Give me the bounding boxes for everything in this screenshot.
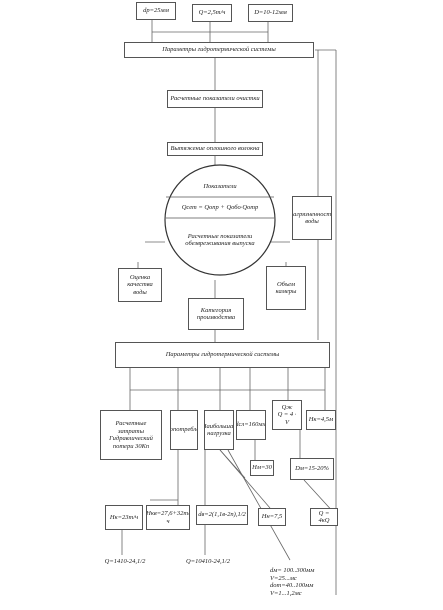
q-fraction-bottom: Q = 4 · V xyxy=(277,411,297,426)
diameter-block: dсл=160мм xyxy=(236,410,266,440)
water-quality-block: Оценка качества воды xyxy=(118,268,162,302)
stretch-block: Вытяжение оплошного волокна xyxy=(167,142,263,156)
bottom-left-label: Q=1410-24,1/2 xyxy=(104,558,146,566)
dmm-block: dв=2(1,1в-2п),1/2 xyxy=(196,505,248,525)
right-pollution-block: Загрязненность воды xyxy=(292,196,332,240)
circle-formula: Qсет = Qопр + Qобо·Qотр xyxy=(181,204,259,212)
circle-bottom-text: Расчетные показатели обезвреживания выпу… xyxy=(185,232,255,248)
production-category-block: Категория производства xyxy=(188,298,244,330)
top-params-block: Параметры гидротермической системы xyxy=(124,42,314,58)
process-circle xyxy=(164,164,276,276)
reserve-block: Расчетные затраты Гидравлический потери … xyxy=(100,410,162,460)
water-consumption-block: Водопотребление xyxy=(170,410,198,450)
max-load-block: Наибольшая нагрузка xyxy=(204,410,234,450)
bottom-right-label: dм= 100..300мм V=25...мс dот=40..100мм V… xyxy=(270,567,315,597)
hk2-block: Hкв=27,6+32т/ч xyxy=(146,505,190,530)
hn-block: Hн=7,5 xyxy=(258,508,286,526)
q-fraction-block: Qж Q = 4 · V xyxy=(272,400,302,430)
q-d-block: Q = 4кQ xyxy=(310,508,338,526)
chamber-volume-block: Объем камеры xyxy=(266,266,306,310)
q-fraction-top: Qж xyxy=(281,403,293,411)
circle-title: Показатели xyxy=(203,183,237,191)
bottom-mid-label: Q=10410-24,1/2 xyxy=(186,558,230,566)
range-block: Dм=15-20% xyxy=(290,458,334,480)
output-d-range: D=10-12мм xyxy=(248,4,293,22)
calc-cleaning-block: Расчетные показатели очистки xyxy=(167,90,263,108)
output-diameter: dр=25мм xyxy=(136,2,176,20)
hm-block: Hм=30 xyxy=(250,460,274,476)
height-block: Hк=4,5м xyxy=(306,410,336,430)
mid-params-block: Параметры гидротермической системы xyxy=(115,342,330,368)
hk1-block: Hк=23т/ч xyxy=(105,505,143,530)
output-capacity: Q=2,5т/ч xyxy=(192,4,232,22)
